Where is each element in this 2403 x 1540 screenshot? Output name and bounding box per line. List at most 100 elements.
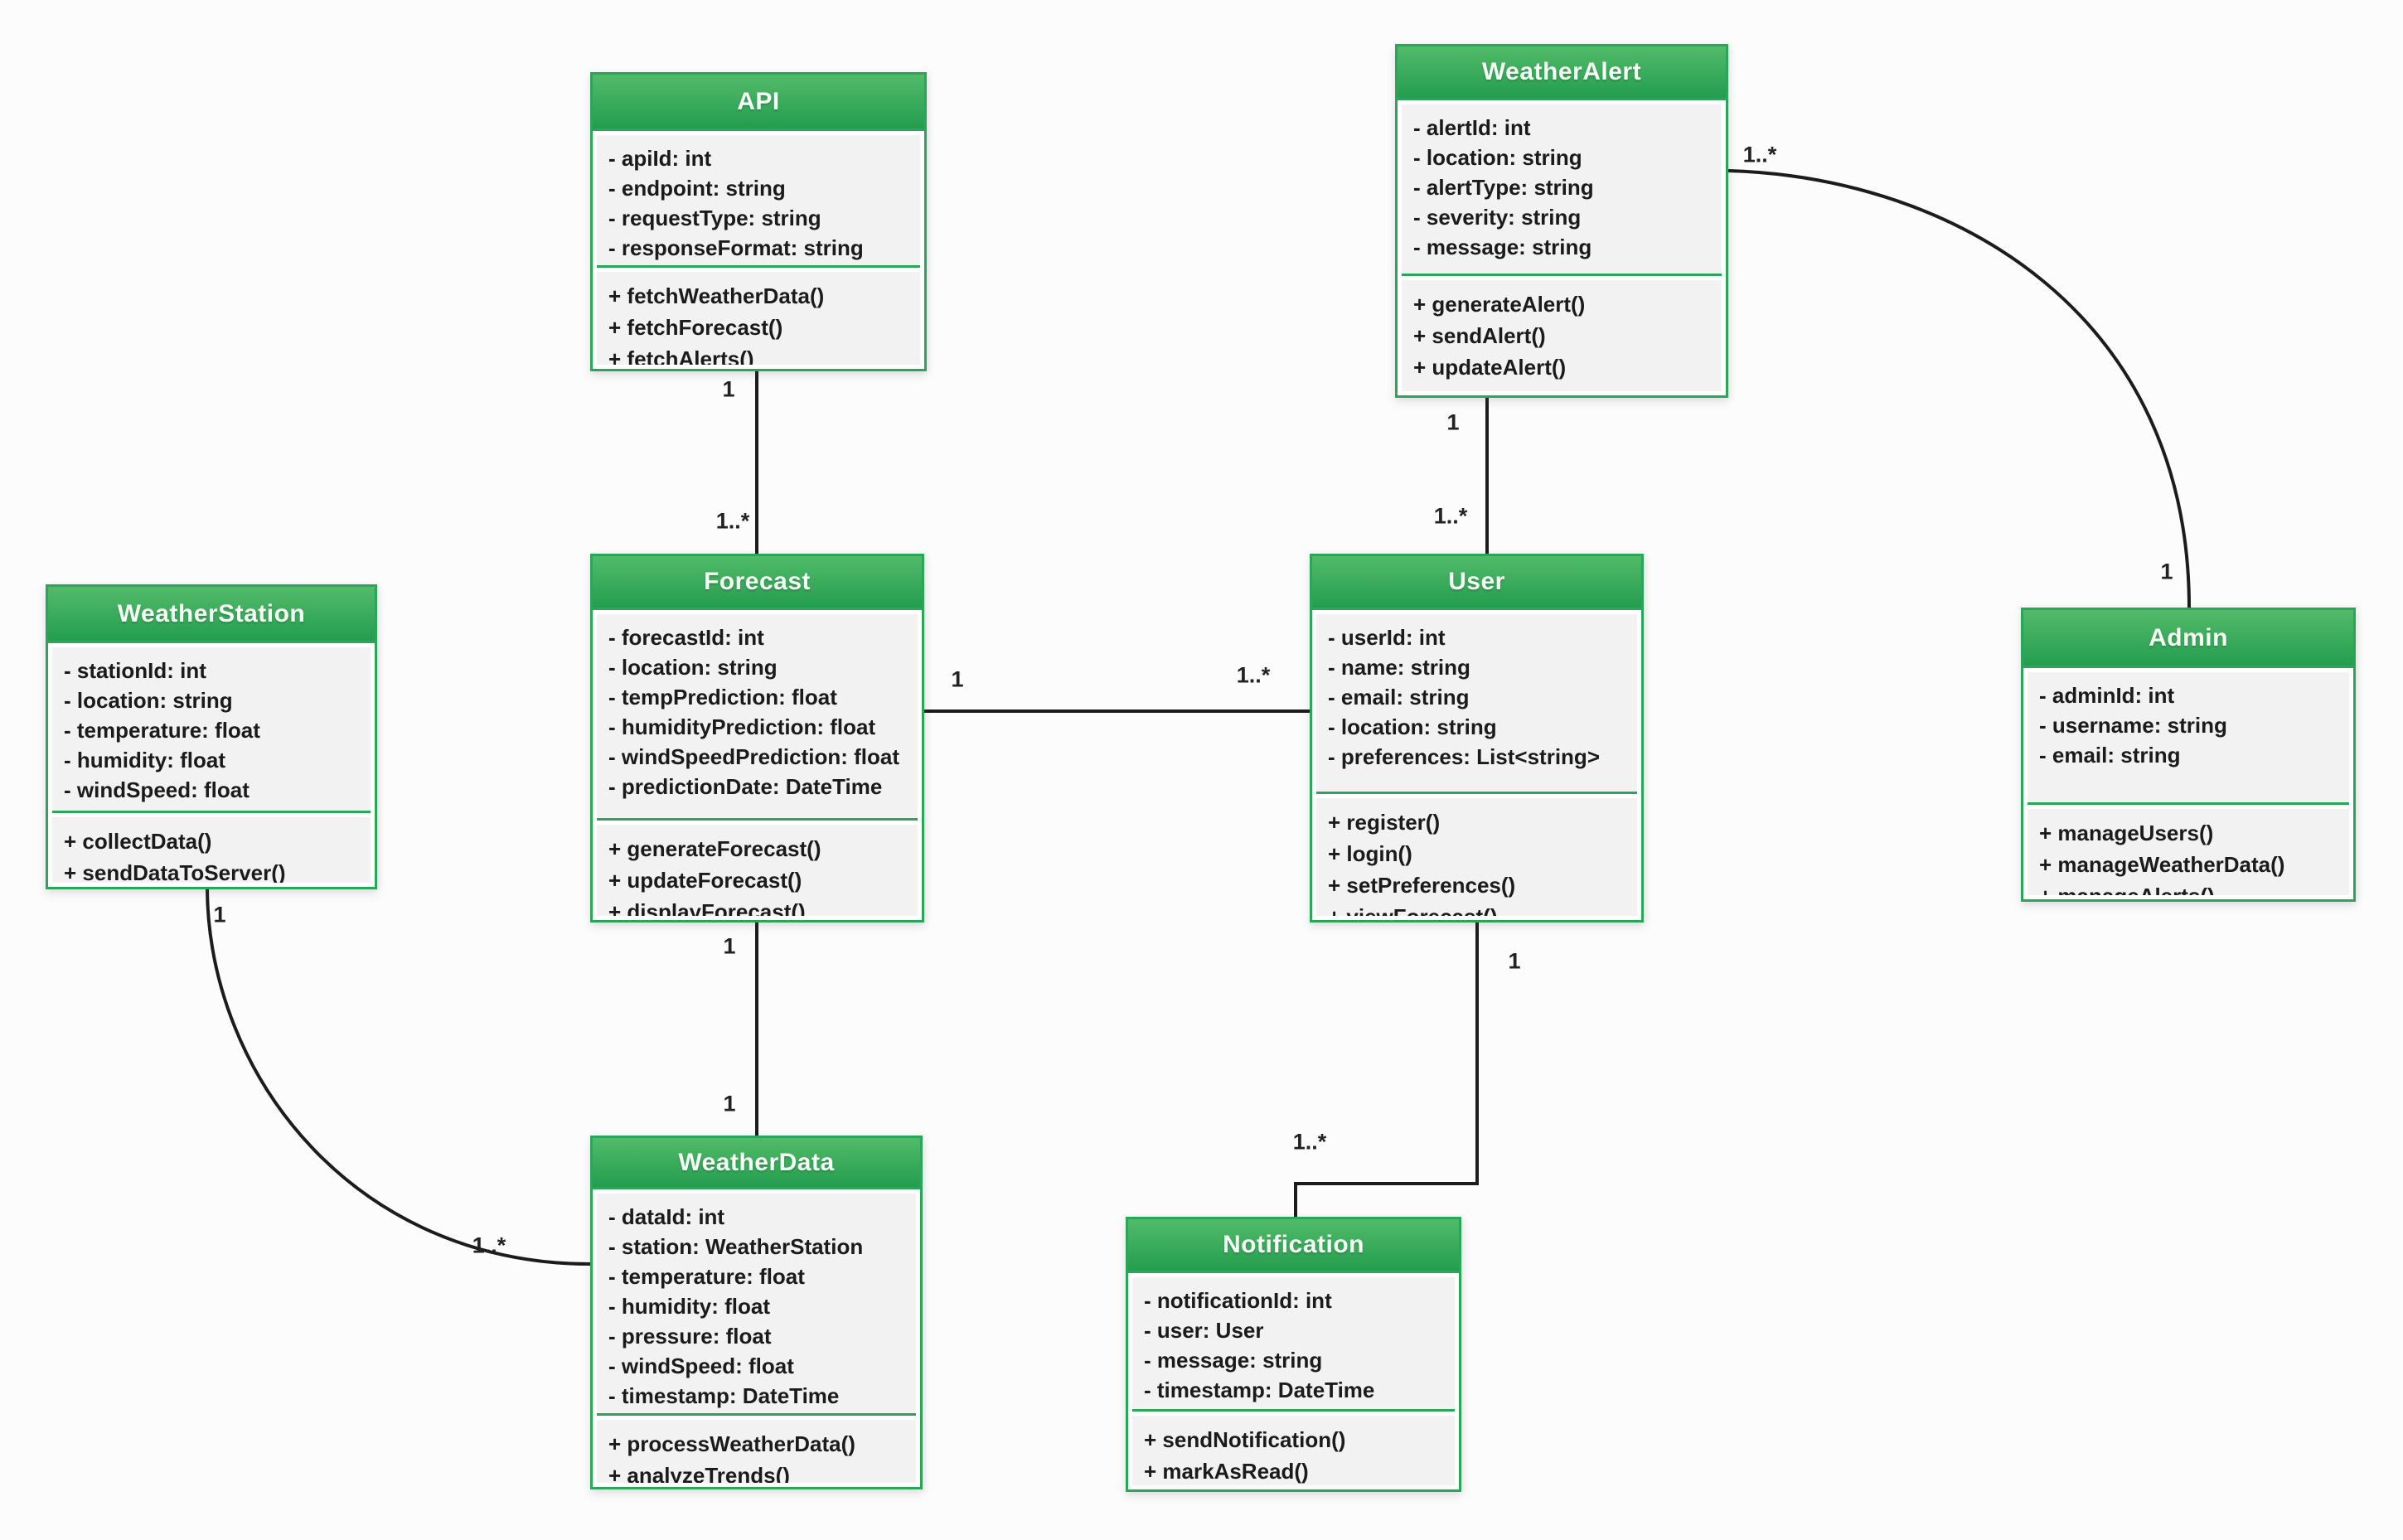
attributes-section: - forecastId: int - location: string - tem… xyxy=(597,614,918,821)
attributes-section: - alertId: int - location: string - alertT… xyxy=(1402,104,1722,276)
attribute-row: - windSpeed: float xyxy=(608,1354,794,1378)
attribute-row: - message: string xyxy=(1144,1348,1323,1373)
association-WeatherAlert-Admin xyxy=(1727,169,2191,608)
attributes-section: - adminId: int - username: string - email:… xyxy=(2028,672,2349,805)
multiplicity-label: 1..* xyxy=(1236,662,1271,688)
attribute-row: - user: User xyxy=(1144,1318,1264,1343)
class-title-weatheralert: WeatherAlert xyxy=(1398,46,1726,100)
method-row: + generateAlert() xyxy=(1413,292,1586,317)
attribute-row: - endpoint: string xyxy=(608,176,786,201)
attribute-row: - email: string xyxy=(2039,743,2181,768)
attribute-row: - email: string xyxy=(1328,685,1470,709)
attribute-row: - alertType: string xyxy=(1413,175,1594,200)
multiplicity-label: 1 xyxy=(951,666,964,692)
attribute-row: - name: string xyxy=(1328,655,1470,680)
multiplicity-label: 1..* xyxy=(1742,142,1777,167)
class-title-weatherdata: WeatherData xyxy=(593,1138,920,1189)
method-row: + manageUsers() xyxy=(2039,821,2214,845)
method-row: + register() xyxy=(1328,810,1441,835)
association-User-Notification xyxy=(1294,923,1479,1217)
class-box-weatherdata: WeatherData - dataId: int - station: Weath… xyxy=(590,1136,923,1489)
attribute-row: - windSpeedPrediction: float xyxy=(608,744,900,769)
attribute-row: - apiId: int xyxy=(608,146,712,171)
method-row: + sendDataToServer() xyxy=(64,860,286,883)
attribute-row: - humidity: float xyxy=(608,1294,770,1319)
method-row: + markAsRead() xyxy=(1144,1459,1309,1484)
attribute-row: - requestType: string xyxy=(608,206,821,230)
multiplicity-label: 1..* xyxy=(472,1232,506,1258)
method-row: + sendNotification() xyxy=(1144,1427,1346,1452)
class-title-api: API xyxy=(593,75,924,131)
attribute-row: - temperature: float xyxy=(608,1264,805,1289)
class-box-forecast: Forecast - forecastId: int - location: str… xyxy=(590,554,924,923)
multiplicity-label: 1..* xyxy=(1433,503,1468,529)
method-row: + manageAlerts() xyxy=(2039,880,2336,895)
methods-section: + sendNotification() + markAsRead() xyxy=(1132,1416,1455,1485)
methods-section: + generateForecast() + updateForecast() + … xyxy=(597,825,918,916)
attribute-row: - username: string xyxy=(2039,713,2227,738)
methods-section: + generateAlert() + sendAlert() + updateAl… xyxy=(1402,280,1722,391)
attribute-row: - timestamp: DateTime xyxy=(608,1383,840,1408)
attribute-row: - station: WeatherStation xyxy=(608,1234,864,1259)
attribute-row: - notificationId: int xyxy=(1144,1288,1332,1313)
attribute-row: - predictionDate: DateTime xyxy=(608,774,883,799)
attribute-row: - dataId: int xyxy=(608,1204,725,1229)
attribute-row: - userId: int xyxy=(1328,625,1446,650)
method-row: + analyzeTrends() xyxy=(608,1463,790,1483)
multiplicity-label: 1 xyxy=(1446,409,1460,435)
methods-section: + register() + login() + setPreferences() +… xyxy=(1316,798,1637,916)
method-row: + login() xyxy=(1328,841,1412,866)
attributes-section: - apiId: int - endpoint: string - requestT… xyxy=(597,135,920,268)
attribute-row: - tempPrediction: float xyxy=(608,685,837,709)
attribute-row: - humidity: float xyxy=(64,748,225,772)
method-row: + displayForecast() xyxy=(608,899,806,916)
multiplicity-label: 1..* xyxy=(1292,1129,1327,1155)
methods-section: + collectData()+ sendDataToServer() xyxy=(52,817,371,883)
attribute-row: - location: string xyxy=(64,688,233,713)
class-box-notification: Notification - notificationId: int - user:… xyxy=(1126,1217,1461,1492)
attributes-section: - dataId: int - station: WeatherStation - … xyxy=(597,1194,916,1416)
attribute-row: - pressure: float xyxy=(608,1324,772,1349)
class-box-weatherstation: WeatherStation - stationId: int - location… xyxy=(46,584,377,889)
class-title-weatherstation: WeatherStation xyxy=(48,587,375,643)
method-row: + sendAlert() xyxy=(1413,323,1546,348)
methods-section: + fetchWeatherData() + fetchForecast() + f… xyxy=(597,272,920,365)
class-title-forecast: Forecast xyxy=(593,556,922,610)
method-row: + fetchForecast() xyxy=(608,315,783,340)
attribute-row: - preferences: List<string> xyxy=(1328,744,1600,769)
multiplicity-label: 1 xyxy=(722,376,735,402)
attribute-row: - severity: string xyxy=(1413,205,1582,230)
association-WeatherStation-WeatherData xyxy=(206,889,591,1266)
attribute-row: - location: string xyxy=(608,655,778,680)
method-row: + generateForecast() xyxy=(608,836,821,861)
attribute-row: - responseFormat: string xyxy=(608,235,864,260)
attribute-row: - timestamp: DateTime xyxy=(1144,1378,1375,1402)
attributes-section: - stationId: int - location: string - temp… xyxy=(52,647,371,813)
attribute-row: - location: string xyxy=(1328,714,1497,739)
class-box-api: API - apiId: int - endpoint: string - reque… xyxy=(590,72,927,371)
attribute-row: - location: string xyxy=(1413,145,1582,170)
class-box-admin: Admin- adminId: int- username: string- e… xyxy=(2021,608,2356,902)
multiplicity-label: 1 xyxy=(723,933,736,959)
attributes-section: - userId: int - name: string - email: stri… xyxy=(1316,614,1637,794)
attribute-row: - alertId: int xyxy=(1413,115,1531,140)
methods-section: + processWeatherData()+ analyzeTrends() xyxy=(597,1420,916,1483)
method-row: + manageWeatherData() xyxy=(2039,852,2285,877)
attribute-row: - adminId: int xyxy=(2039,683,2175,708)
method-row: + updateForecast() xyxy=(608,868,802,893)
method-row: + setPreferences() xyxy=(1328,873,1516,898)
method-row: + fetchWeatherData() xyxy=(608,283,825,308)
method-row: + fetchAlerts() xyxy=(608,346,754,365)
attribute-row: - windSpeed: float xyxy=(64,777,250,802)
attribute-row: - temperature: float xyxy=(64,718,260,743)
multiplicity-label: 1..* xyxy=(715,508,750,534)
class-box-user: User- userId: int- name: string- email: … xyxy=(1310,554,1644,923)
method-row: + viewForecast() xyxy=(1328,901,1624,916)
class-title-notification: Notification xyxy=(1128,1219,1459,1273)
method-row: + updateAlert() xyxy=(1413,355,1567,380)
attribute-row: - forecastId: int xyxy=(608,625,764,650)
methods-section: + manageUsers() + manageWeatherData() + ma… xyxy=(2028,809,2349,895)
attribute-row: - stationId: int xyxy=(64,658,206,683)
